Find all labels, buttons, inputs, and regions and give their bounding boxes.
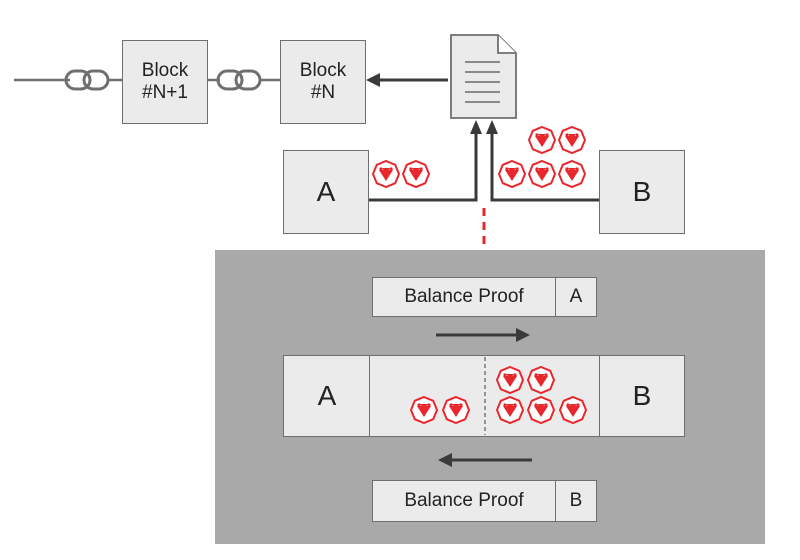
submit-arrow bbox=[366, 73, 448, 87]
token-icon bbox=[558, 160, 586, 188]
party-a-channel: A bbox=[283, 355, 371, 437]
block-n: Block #N bbox=[280, 40, 366, 124]
balance-proof-a-signer: A bbox=[555, 277, 597, 317]
token-icon bbox=[410, 396, 438, 424]
token-icon bbox=[559, 396, 587, 424]
balance-proof-b-label: Balance Proof bbox=[372, 480, 556, 522]
arrow-left bbox=[438, 453, 532, 467]
token-icon bbox=[528, 160, 556, 188]
token-icon bbox=[442, 396, 470, 424]
block-n-plus-1: Block #N+1 bbox=[122, 40, 208, 124]
balance-proof-a-label: Balance Proof bbox=[372, 277, 556, 317]
token-icon bbox=[402, 160, 430, 188]
arrow-right bbox=[436, 328, 530, 342]
token-icon bbox=[496, 366, 524, 394]
balance-proof-b-signer: B bbox=[555, 480, 597, 522]
token-icon bbox=[527, 366, 555, 394]
document-icon bbox=[450, 34, 517, 119]
token-icon bbox=[498, 160, 526, 188]
token-icon bbox=[558, 126, 586, 154]
token-icon bbox=[496, 396, 524, 424]
token-icon bbox=[527, 396, 555, 424]
party-a-onchain: A bbox=[283, 150, 369, 234]
token-icon bbox=[528, 126, 556, 154]
deposit-path-b bbox=[486, 120, 600, 202]
party-b-channel: B bbox=[599, 355, 685, 437]
party-b-onchain: B bbox=[599, 150, 685, 234]
deposit-path-a bbox=[368, 120, 482, 202]
token-icon bbox=[372, 160, 400, 188]
